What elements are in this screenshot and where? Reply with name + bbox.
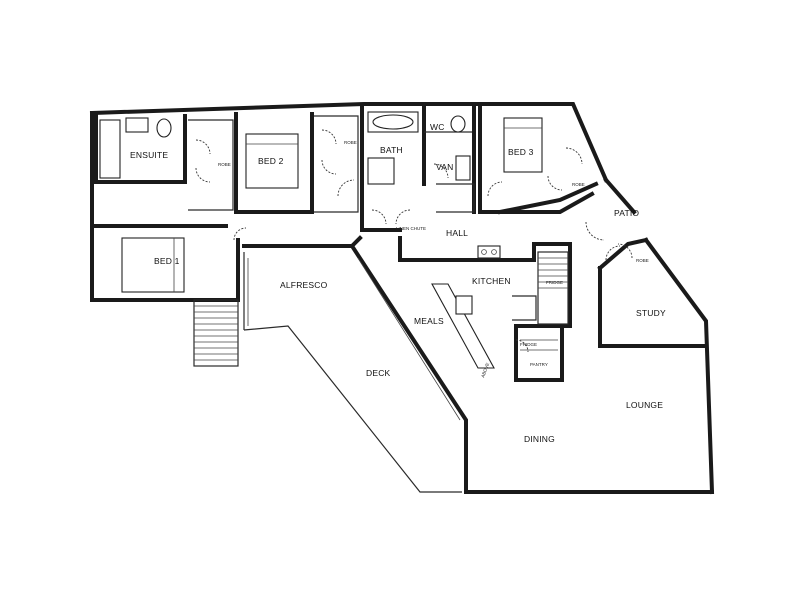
- label-stair-note: ABOVE: [480, 362, 490, 378]
- label-bed1: BED 1: [154, 256, 180, 266]
- label-lounge: LOUNGE: [626, 400, 663, 410]
- label-van: VAN: [436, 162, 453, 172]
- room-labels: ENSUITE BED 2 BATH WC VAN BED 3 PATIO HA…: [130, 122, 666, 444]
- label-ensuite: ENSUITE: [130, 150, 168, 160]
- label-robe-study: ROBE: [636, 258, 649, 263]
- fixtures: [99, 111, 558, 369]
- label-linen-chute: LINEN CHUTE: [396, 226, 426, 231]
- label-alfresco: ALFRESCO: [280, 280, 328, 290]
- stairs-left: [193, 299, 239, 367]
- label-fridge-a: FRIDGE: [546, 280, 563, 285]
- label-pantry: PANTRY: [530, 362, 548, 367]
- label-meals: MEALS: [414, 316, 444, 326]
- interior-walls: [94, 106, 708, 494]
- label-hall: HALL: [446, 228, 468, 238]
- label-bed2: BED 2: [258, 156, 284, 166]
- label-deck: DECK: [366, 368, 391, 378]
- label-study: STUDY: [636, 308, 666, 318]
- stairs-kitchen: [537, 251, 569, 325]
- door-swings: [195, 129, 633, 353]
- label-kitchen: KITCHEN: [472, 276, 511, 286]
- label-robe-ensuite: ROBE: [218, 162, 231, 167]
- label-bed3: BED 3: [508, 147, 534, 157]
- label-robe-bed2: ROBE: [344, 140, 357, 145]
- label-patio: PATIO: [614, 208, 639, 218]
- label-dining: DINING: [524, 434, 555, 444]
- label-fridge-b: FRIDGE: [520, 342, 537, 347]
- small-annotations: ROBE ROBE ROBE ROBE LINEN CHUTE PANTRY F…: [218, 140, 649, 378]
- label-robe-bed3: ROBE: [572, 182, 585, 187]
- deck-outline: [243, 252, 462, 493]
- label-wc: WC: [430, 122, 445, 132]
- label-bath: BATH: [380, 145, 403, 155]
